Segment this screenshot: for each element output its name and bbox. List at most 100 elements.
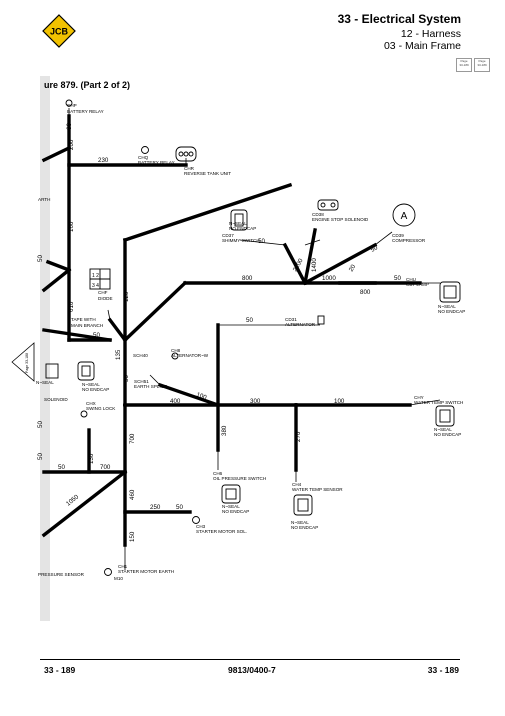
connector-engine-stop-icon[interactable]: [317, 199, 339, 211]
length-label: 400: [170, 398, 181, 405]
connector-left-seal-icon[interactable]: [77, 361, 95, 381]
connector-water-temp-switch-icon[interactable]: [435, 405, 455, 427]
length-label: 20: [348, 263, 358, 273]
label-chq: CHQ: [138, 155, 149, 160]
connector-water-temp-sensor-icon[interactable]: [293, 494, 313, 516]
label-ch4: CH4: [292, 482, 302, 487]
connector-shimmy-icon[interactable]: [230, 209, 248, 231]
label-no-endcap: NO ENDCAP: [229, 226, 256, 231]
length-label: 250: [150, 504, 161, 511]
ring-terminal-icon[interactable]: [65, 99, 73, 107]
length-label: 230: [98, 157, 109, 164]
footer-rule: [40, 659, 460, 660]
label-main-branch: MAIN BRANCH: [71, 323, 103, 328]
label-chf: CHF: [98, 290, 108, 295]
length-label: 160: [68, 221, 75, 232]
label-no-endcap: NO ENDCAP: [434, 432, 461, 437]
label-cd37: CD37: [222, 233, 234, 238]
label-no-endcap: NO ENDCAP: [82, 387, 109, 392]
footer-page-left: 33 - 189: [44, 665, 76, 675]
length-label: 135: [115, 349, 122, 360]
label-water-temp-sensor: WATER TEMP SENSOR: [292, 487, 343, 492]
length-label: 1000: [322, 275, 336, 282]
length-label: 50: [37, 453, 44, 460]
splice-points: [123, 281, 307, 474]
svg-text:1 2: 1 2: [92, 273, 99, 279]
label-cd39: CD39: [392, 233, 404, 238]
label-ch6: CH6: [213, 471, 223, 476]
label-ch1: CH1: [118, 564, 128, 569]
connector-oil-pressure-icon[interactable]: [221, 484, 241, 504]
alternator-terminal-icon[interactable]: [317, 315, 325, 325]
compressor-icon[interactable]: A: [392, 203, 416, 227]
length-label: 700: [129, 433, 136, 444]
length-label: 270: [295, 431, 302, 442]
length-label: 800: [242, 275, 253, 282]
jcb-logo: JCB: [42, 14, 76, 48]
label-battery-relay: BATTERY RELAY: [67, 109, 104, 114]
length-label: 150: [129, 531, 136, 542]
length-label: 30: [123, 375, 130, 382]
footer-page-right: 33 - 189: [427, 665, 459, 675]
label-n-seal: N~SEAL: [36, 380, 54, 385]
label-n-seal: N~SEAL: [229, 221, 247, 226]
figure-title: ure 879. (Part 2 of 2): [44, 80, 131, 90]
footer-doc-number: 9813/0400-7: [228, 665, 276, 675]
length-label: 50: [37, 255, 44, 262]
label-earth-splice: EARTH SPLICE: [134, 384, 167, 389]
label-sch51: SCH51: [134, 379, 149, 384]
label-swing-lock: SWING LOCK: [86, 406, 116, 411]
label-reverse-tank: REVERSE TANK UNIT: [184, 171, 231, 176]
diode-block-icon[interactable]: 1 2 3 4: [89, 268, 111, 290]
ring-terminal-icon[interactable]: [141, 146, 149, 154]
wire-bundle: [41, 114, 422, 547]
label-n-seal: N~SEAL: [82, 382, 100, 387]
connector-reverse-tank-icon[interactable]: [175, 146, 197, 162]
side-page-tab[interactable]: Page 33-188: [11, 342, 35, 382]
length-label: 460: [129, 489, 136, 500]
length-label: 380: [221, 425, 228, 436]
length-label: 50: [370, 244, 380, 254]
label-n-seal: N~SEAL: [434, 427, 452, 432]
length-label: 50: [394, 275, 401, 282]
ring-terminal-icon[interactable]: [171, 352, 179, 360]
label-n-seal: N~SEAL: [222, 504, 240, 509]
label-cab-lamp: CBT LAMP: [406, 282, 429, 287]
label-shimmy-switch: SHIMMY SWITCH: [222, 238, 260, 243]
ring-terminal-icon[interactable]: [192, 516, 200, 524]
thin-wires: [68, 108, 441, 570]
length-label: 200: [68, 139, 75, 150]
label-cd31: CD31: [285, 317, 297, 322]
harness-subtitle: 12 - Harness: [400, 28, 461, 40]
length-label: 50: [246, 317, 253, 324]
length-label: 60: [66, 123, 73, 130]
svg-text:JCB: JCB: [50, 27, 69, 37]
label-alternator-w: ALTERNATOR~W: [171, 353, 209, 358]
label-sch40: SCH40: [133, 353, 148, 358]
length-label: 120: [123, 291, 130, 302]
svg-text:A: A: [401, 211, 408, 222]
label-pressure-sensor: PRESSURE SENSOR: [38, 572, 85, 577]
label-battery-relay: BATTERY RELAY: [138, 160, 175, 165]
length-label: 50: [93, 332, 100, 339]
connector-left-icon[interactable]: [45, 363, 59, 379]
ring-terminal-icon[interactable]: [80, 410, 88, 418]
ring-terminal-icon[interactable]: [104, 568, 112, 576]
label-starter-earth: STARTER MOTOR EARTH: [118, 569, 174, 574]
label-m10: M10: [114, 576, 123, 581]
length-label: 610: [68, 301, 75, 312]
svg-text:3 4: 3 4: [92, 283, 99, 289]
connector-cab-lamp-icon[interactable]: [439, 281, 461, 303]
label-chr: CHR: [184, 166, 195, 171]
label-oil-pressure: OIL PRESSURE SWITCH: [213, 476, 266, 481]
length-label: 130: [88, 453, 95, 464]
label-chu: CHU: [406, 277, 416, 282]
label-alternator: ALTERNATOR: [285, 322, 316, 327]
label-no-endcap: NO ENDCAP: [438, 309, 465, 314]
main-frame-subtitle: 03 - Main Frame: [383, 40, 461, 52]
length-label: 1050: [65, 493, 81, 507]
label-chy: CHY: [414, 395, 424, 400]
length-label: 300: [250, 398, 261, 405]
